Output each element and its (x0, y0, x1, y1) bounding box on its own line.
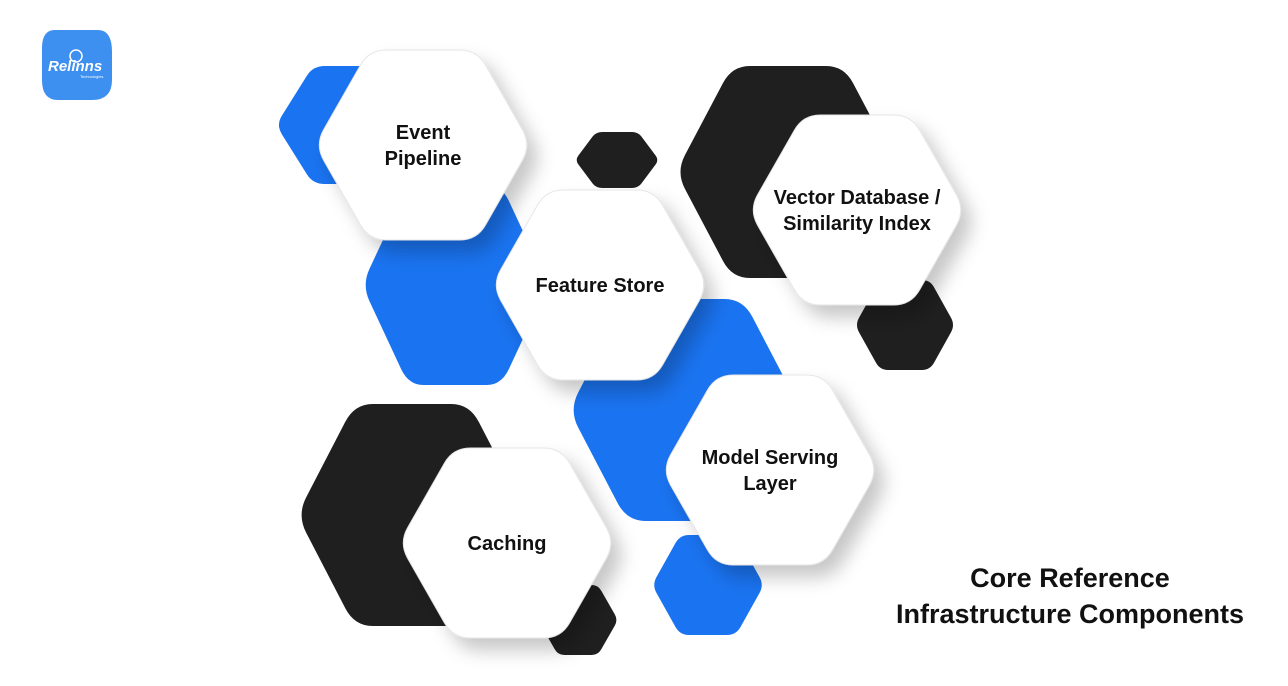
title-line-1: Core Reference (970, 563, 1170, 593)
hex-feature-store: Feature Store (495, 189, 705, 381)
label-event-pipeline-line-2: Pipeline (385, 148, 462, 170)
title-line-2: Infrastructure Components (895, 599, 1244, 629)
hex-shape-model-serving (665, 374, 875, 566)
label-caching-line-1: Caching (468, 533, 547, 555)
company-logo: Relinns Technologies (42, 30, 112, 100)
lightbulb-icon (69, 49, 83, 63)
hex-shape-vector-database (752, 114, 962, 306)
hex-vector-database: Vector Database / Similarity Index (752, 114, 962, 306)
label-vector-database-line-1: Vector Database / (774, 187, 941, 209)
diagram-title: Core Reference Infrastructure Components (896, 560, 1244, 632)
label-model-serving-line-2: Layer (743, 473, 797, 495)
label-feature-store-line-1: Feature Store (536, 275, 665, 297)
logo-text: Relinns (48, 58, 102, 75)
black-hex-small (576, 132, 658, 188)
label-model-serving-line-1: Model Serving (702, 447, 839, 469)
hex-shape-feature-store (495, 189, 705, 381)
logo-subtext: Technologies (80, 74, 103, 79)
hex-shape-caching (402, 447, 612, 639)
hex-shape-event-pipeline (318, 49, 528, 241)
label-event-pipeline-line-1: Event (396, 122, 451, 144)
hex-caching: Caching (402, 447, 612, 639)
logo-badge (42, 30, 112, 100)
label-vector-database-line-2: Similarity Index (783, 213, 931, 235)
